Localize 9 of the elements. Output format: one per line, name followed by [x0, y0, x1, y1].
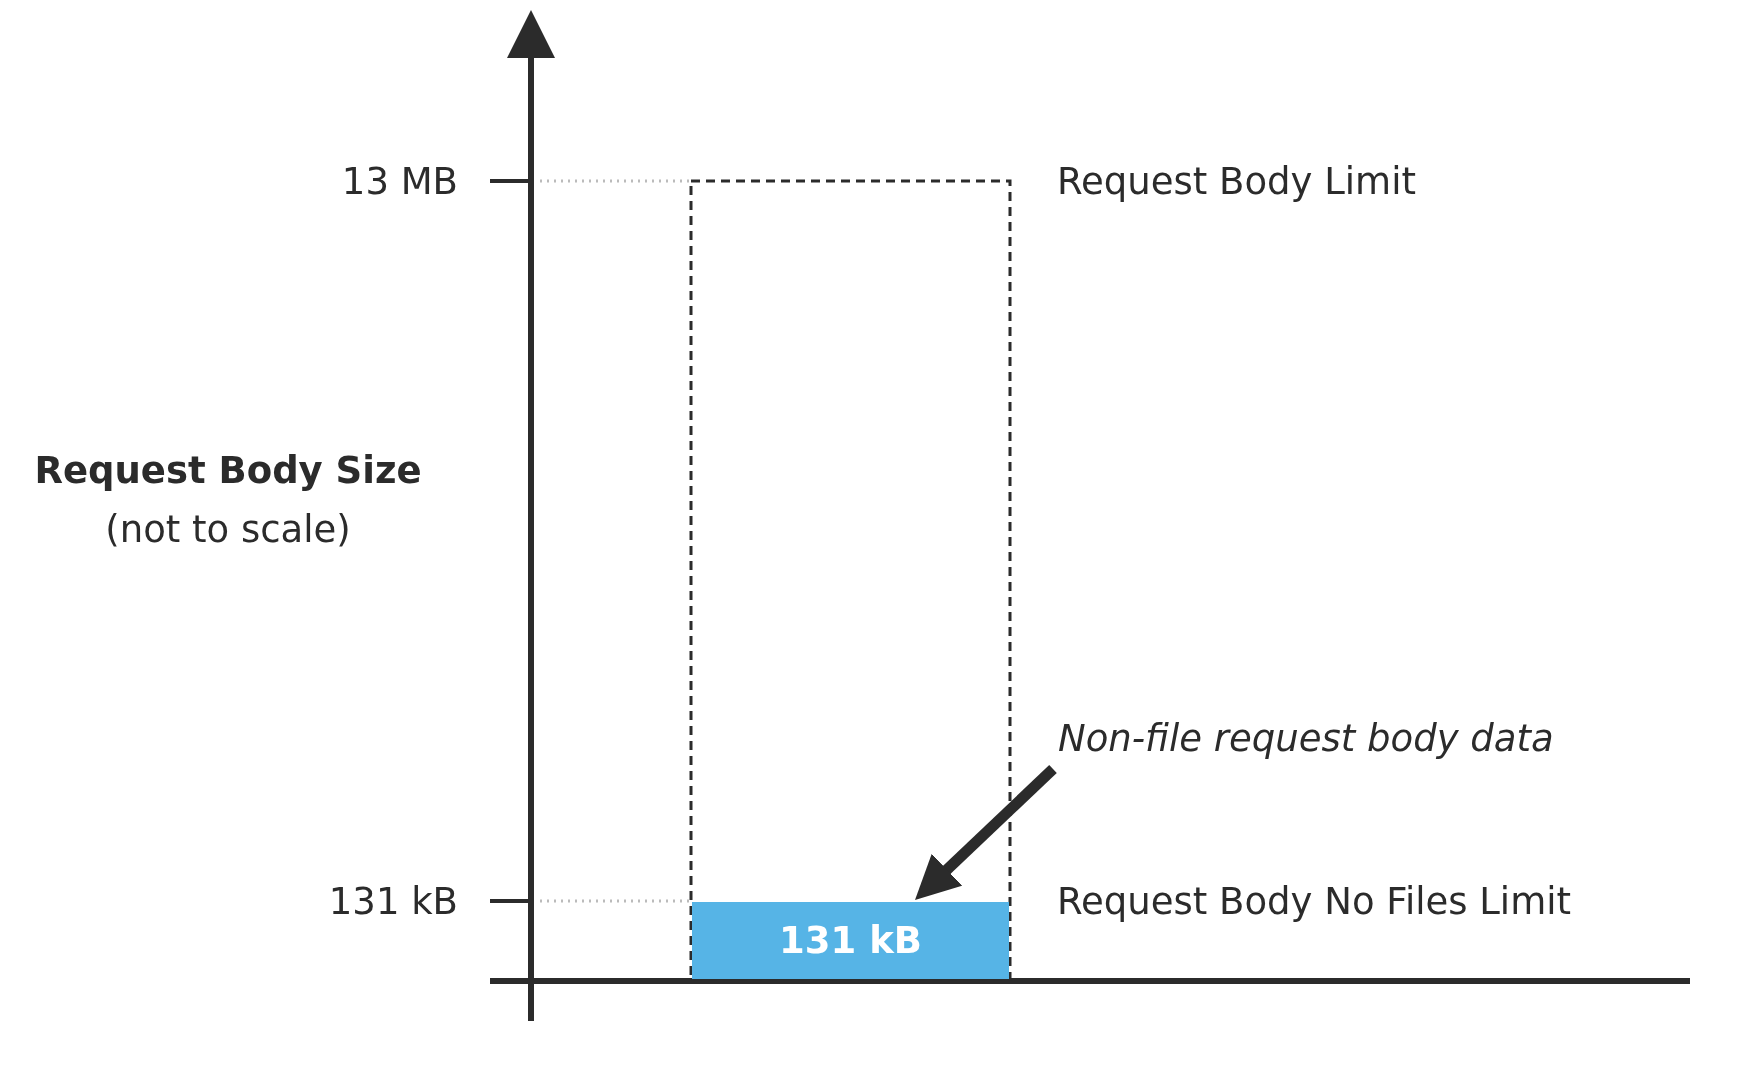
- tick-label: 131 kB: [328, 883, 458, 920]
- limit-label: Request Body No Files Limit: [1057, 883, 1571, 920]
- axis-title: Request Body Size: [34, 452, 422, 489]
- limit-label: Request Body Limit: [1057, 163, 1416, 200]
- data-bar: 131 kB: [692, 902, 1009, 979]
- axis-note: (not to scale): [105, 511, 351, 548]
- arrow: [915, 765, 1057, 900]
- annotation-text: Non-file request body data: [1058, 720, 1554, 757]
- tick-label: 13 MB: [341, 163, 458, 200]
